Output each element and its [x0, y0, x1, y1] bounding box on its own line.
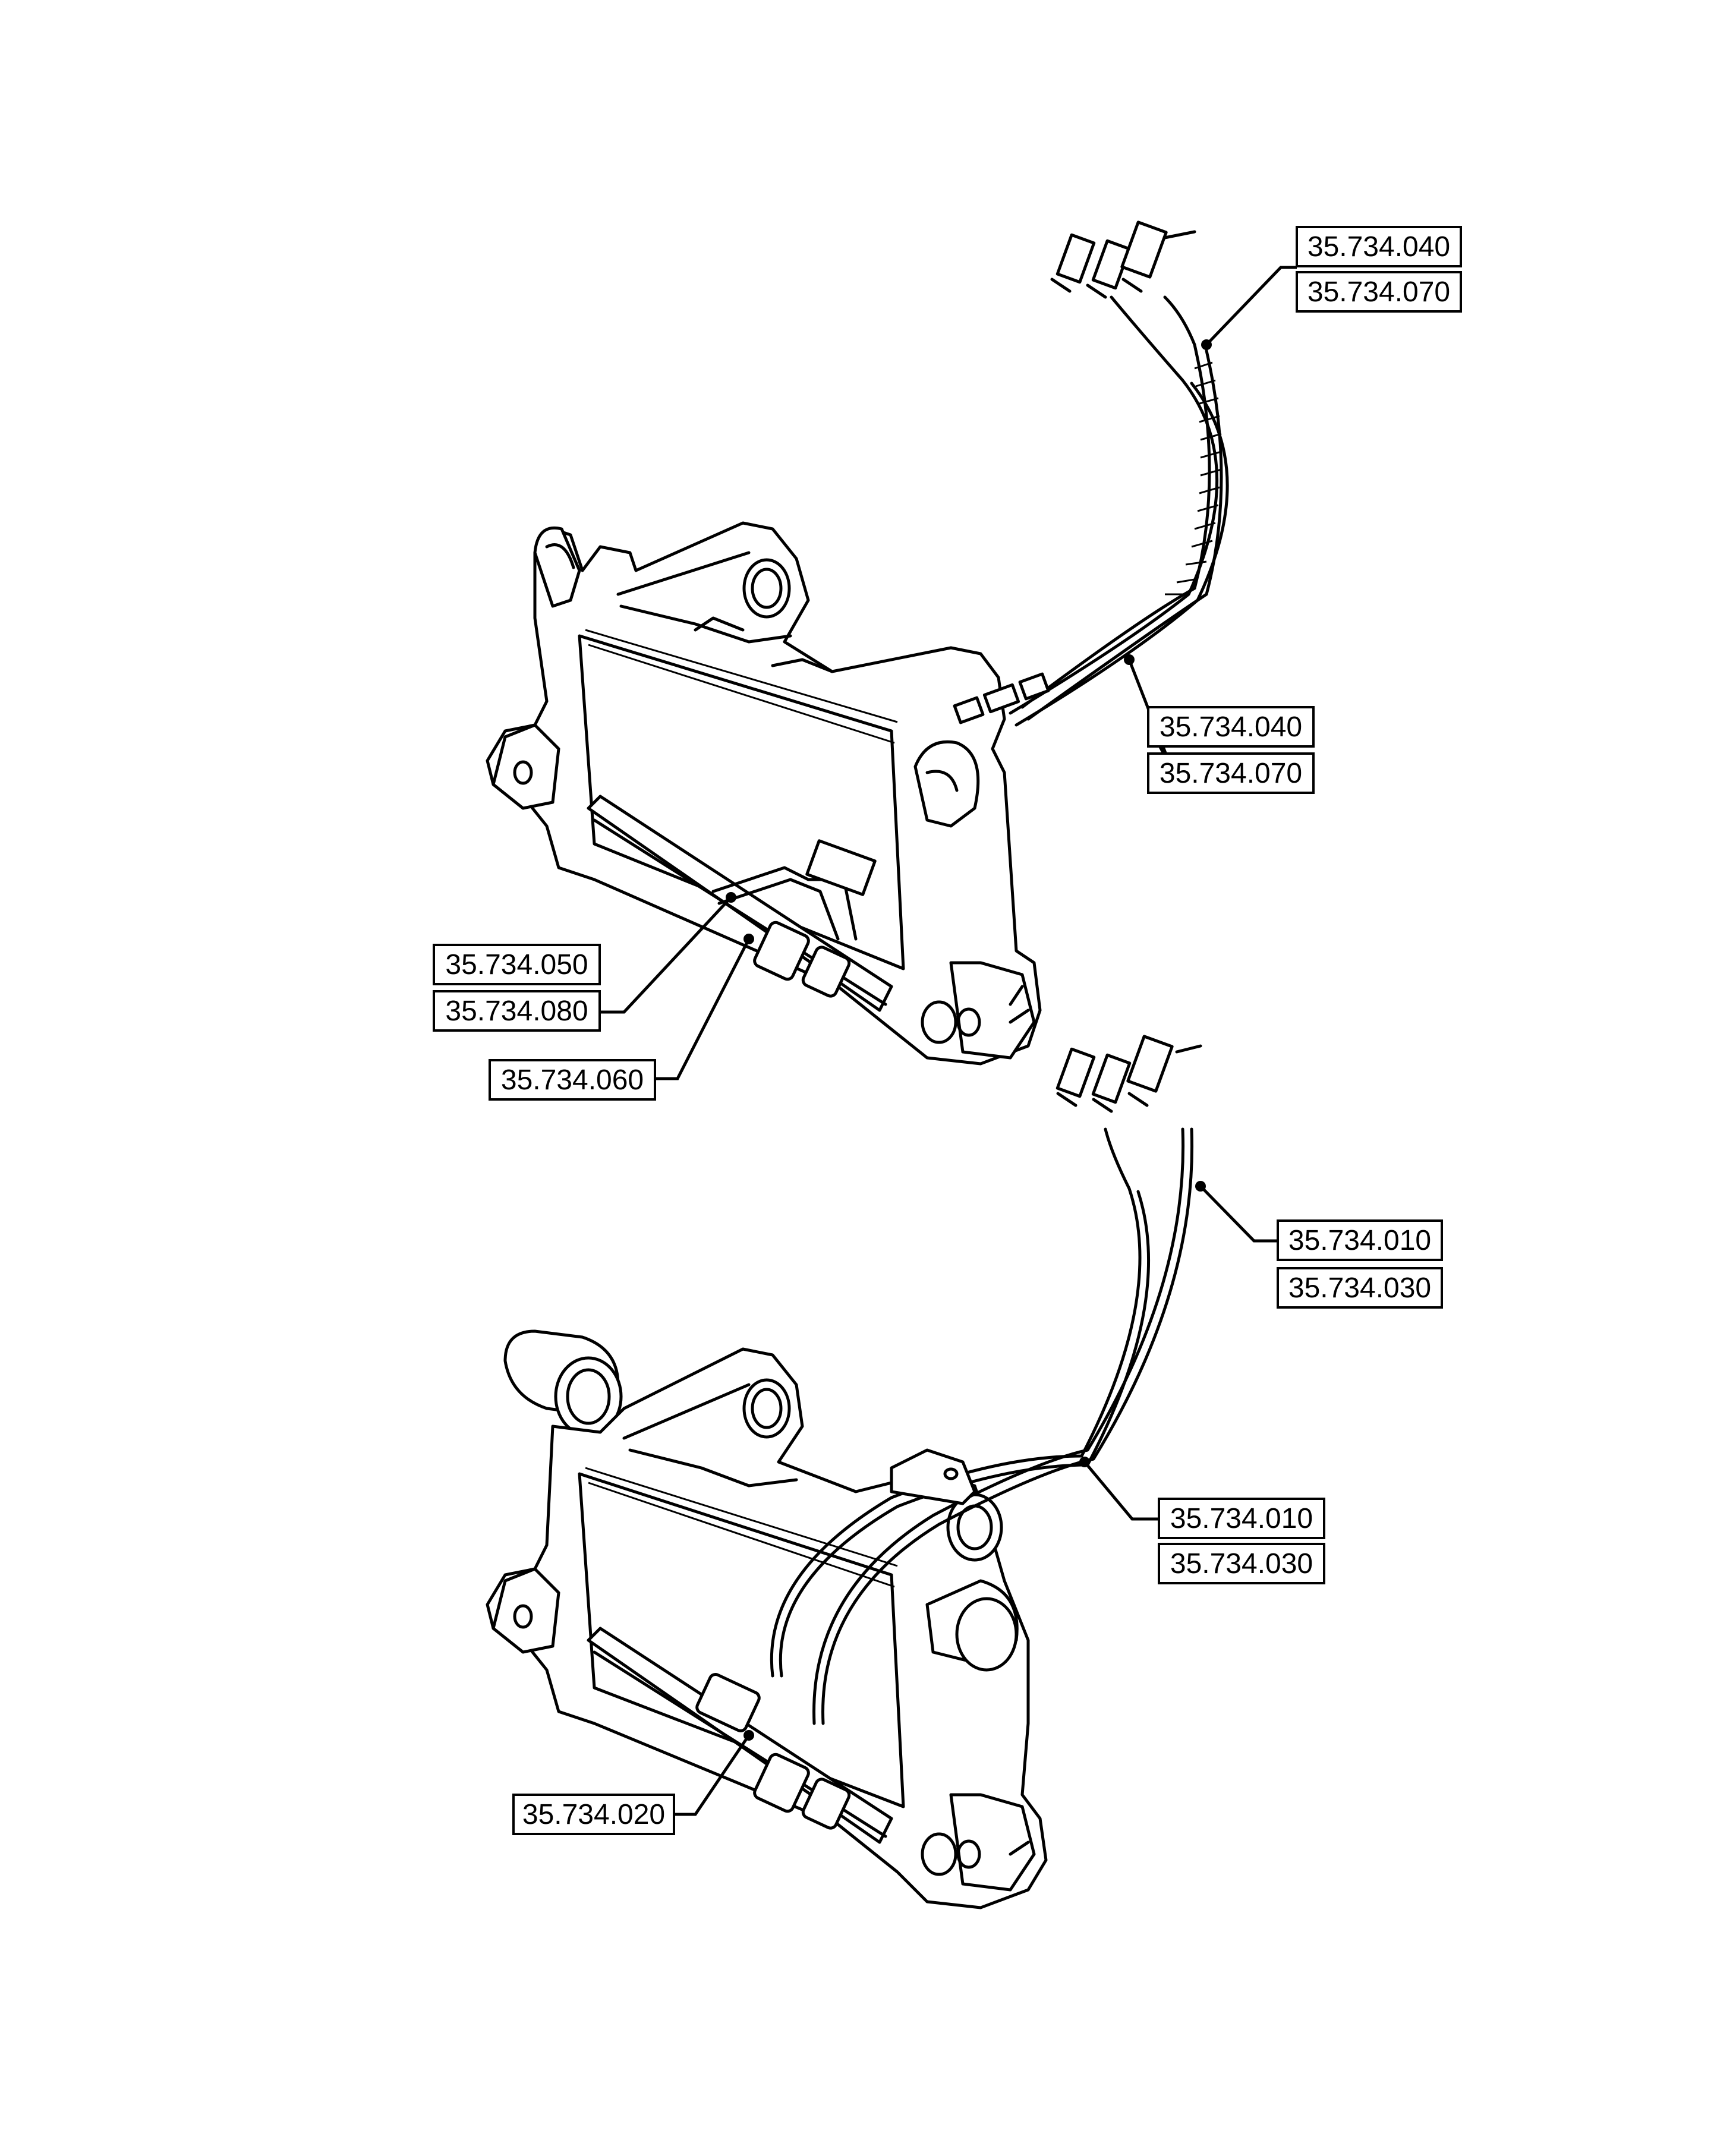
upper-hose-2	[1020, 295, 1211, 709]
upper-frame-panel	[578, 634, 905, 970]
callout-upper-cyl-fit-a: 35.734.050	[433, 944, 601, 985]
callout-lower-hose-top-a: 35.734.010	[1277, 1219, 1443, 1261]
upper-assembly	[486, 220, 1229, 1066]
callout-lower-cylinder: 35.734.020	[512, 1794, 675, 1835]
callout-lower-hose-top-b: 35.734.030	[1277, 1267, 1443, 1309]
lower-leaders	[675, 1181, 1278, 1816]
callout-upper-hose-top-b: 35.734.070	[1296, 271, 1462, 313]
callout-lower-hose-mid-b: 35.734.030	[1158, 1543, 1325, 1584]
callout-upper-hose-mid-a: 35.734.040	[1147, 706, 1315, 748]
callout-upper-hose-mid-b: 35.734.070	[1147, 752, 1315, 794]
lower-assembly	[486, 1035, 1202, 1909]
lower-hose-2	[812, 1127, 1185, 1725]
callout-upper-cyl-fit-b: 35.734.080	[433, 990, 601, 1032]
callout-lower-hose-mid-a: 35.734.010	[1158, 1498, 1325, 1539]
callout-upper-hose-top-a: 35.734.040	[1296, 226, 1462, 267]
callout-upper-cylinder: 35.734.060	[489, 1059, 656, 1101]
upper-hose-1	[1009, 295, 1218, 715]
